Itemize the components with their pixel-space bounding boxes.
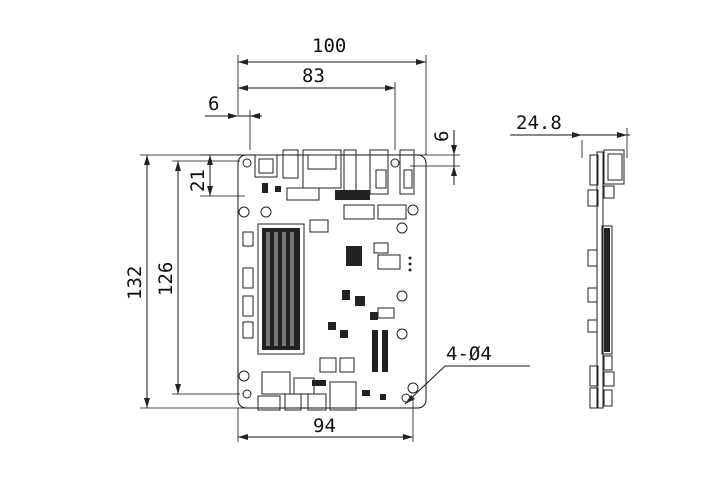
dim-94: 94 [313,415,336,437]
dim-132: 132 [124,266,146,300]
dim-126: 126 [155,262,177,296]
pcb-side-view [587,149,625,409]
dim-100: 100 [312,35,346,57]
dim-holes: 4-Ø4 [446,343,492,365]
dim-6-left: 6 [208,93,219,115]
dimension-labels: 100 83 6 6 21 132 126 94 4-Ø4 24.8 [124,35,562,437]
dim-24-8: 24.8 [516,112,562,134]
pcb-top-view [237,149,427,411]
dim-6-right: 6 [431,131,453,142]
dim-83: 83 [302,65,325,87]
dimension-lines [140,55,630,442]
dim-21: 21 [187,169,209,192]
